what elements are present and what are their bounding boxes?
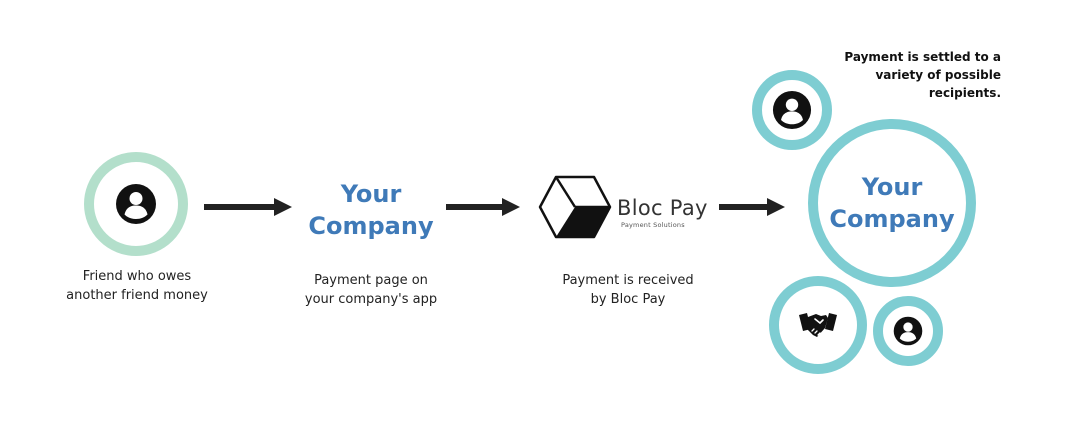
sender-caption: Friend who owes another friend money	[66, 269, 208, 303]
bloc-pay-cube-icon	[538, 175, 612, 239]
arrow-1	[204, 198, 292, 216]
handshake-icon	[799, 313, 837, 337]
sender-circle	[84, 152, 188, 256]
user-icon	[772, 90, 812, 130]
bloc-pay-tagline: Payment Solutions	[621, 221, 685, 229]
company-circle-title: Your Company	[829, 173, 955, 233]
recipient-user-circle	[752, 70, 832, 150]
settlement-note: Payment is settled to a variety of possi…	[844, 50, 1001, 100]
company-circle: Your Company	[808, 119, 976, 287]
user-icon	[116, 184, 156, 224]
company-title: Your Company	[308, 180, 434, 240]
bloc-pay-logo-text: Bloc Pay	[617, 196, 708, 220]
recipient-small-user-circle	[873, 296, 943, 366]
payment-page-caption: Payment page on your company's app	[304, 273, 438, 307]
user-icon	[893, 316, 923, 346]
recipient-partner-circle	[769, 276, 867, 374]
arrow-3	[719, 198, 785, 216]
bloc-pay-caption: Payment is received by Bloc Pay	[562, 273, 694, 307]
arrow-2	[446, 198, 520, 216]
